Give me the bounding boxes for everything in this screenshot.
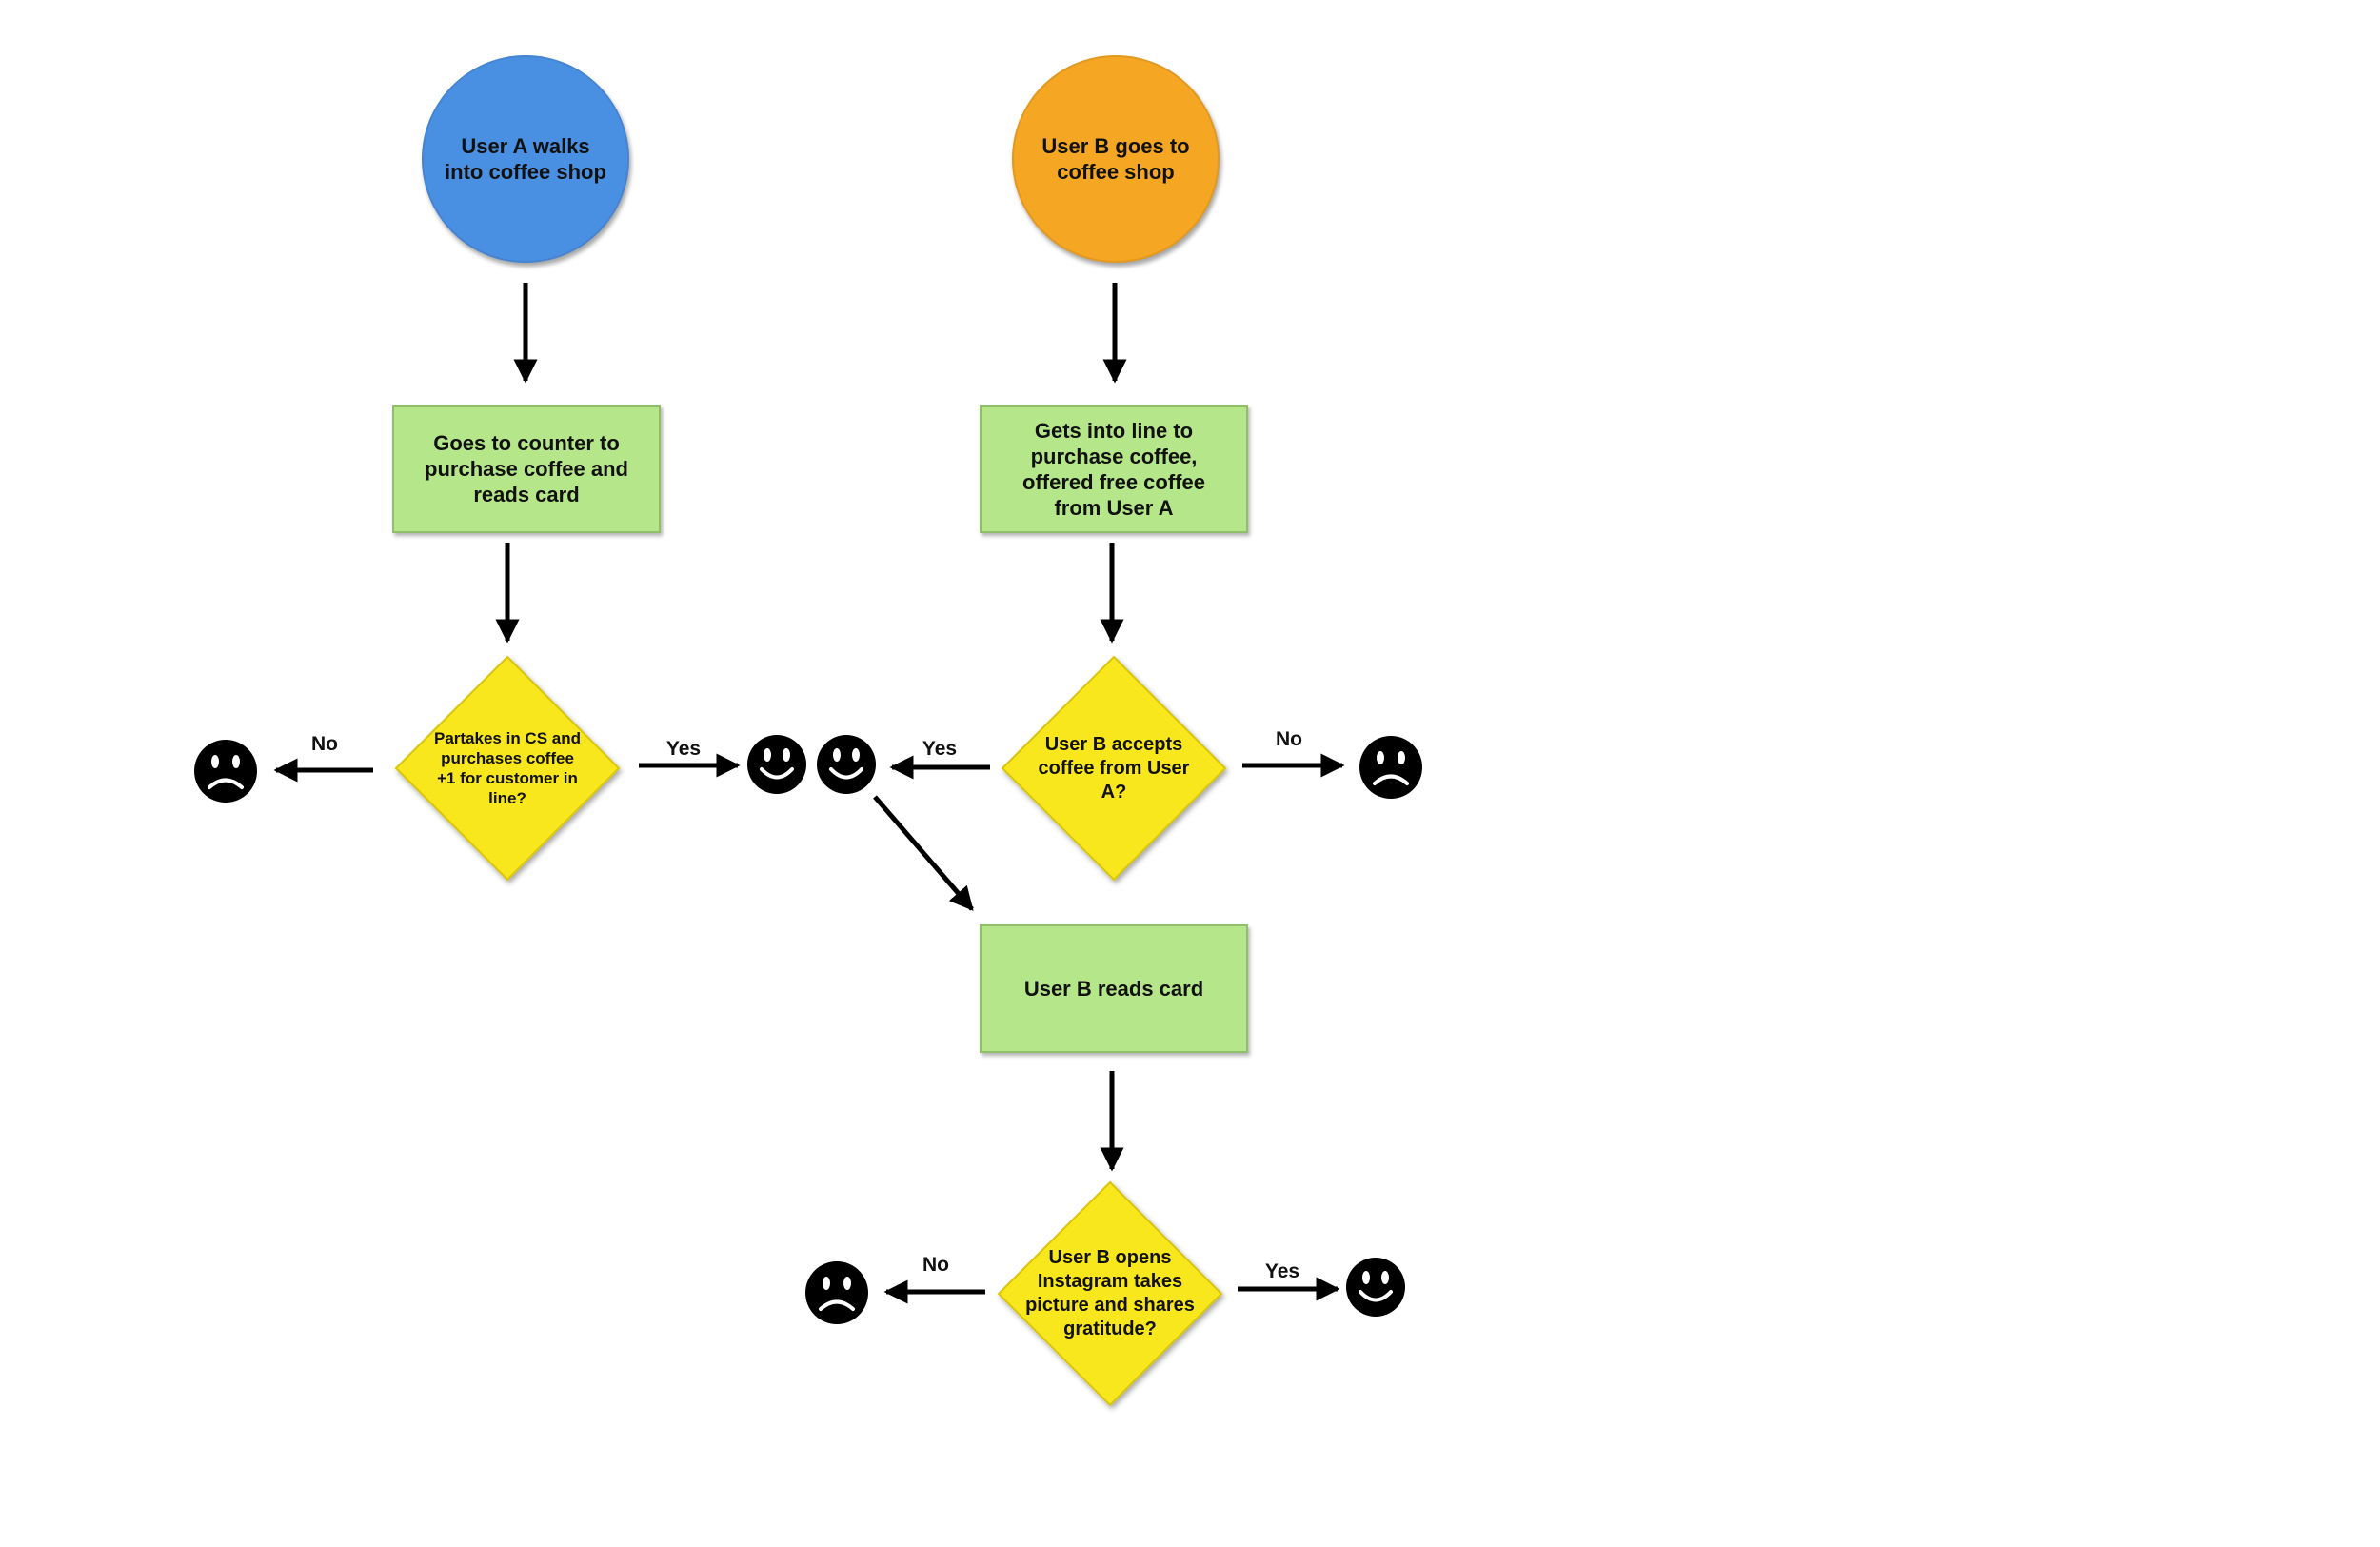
- process-step-b1: Gets into line to purchase coffee, offer…: [980, 405, 1248, 533]
- decision-diamond-a: [394, 655, 621, 882]
- decision-b-label: User B accepts coffee from User A?: [1038, 733, 1190, 803]
- process-step-b2-label: User B reads card: [1023, 977, 1204, 1001]
- decision-a-label-box: Partakes in CS and purchases coffee +1 f…: [426, 716, 588, 821]
- start-node-user-a-label: User A walks into coffee shop: [445, 134, 606, 184]
- edge-label-c-no: No: [922, 1254, 949, 1276]
- arrow-happy-to-step-b2: [873, 795, 974, 911]
- start-node-user-b: User B goes to coffee shop: [1012, 55, 1220, 263]
- start-node-user-a: User A walks into coffee shop: [422, 55, 629, 263]
- process-step-b2: User B reads card: [980, 924, 1248, 1053]
- start-node-user-b-label: User B goes to coffee shop: [1041, 134, 1190, 184]
- happy-face-icon: [1346, 1258, 1405, 1317]
- process-step-a1-label: Goes to counter to purchase coffee and r…: [425, 431, 628, 506]
- happy-face-icon: [817, 735, 876, 794]
- edge-label-a-yes: Yes: [665, 738, 702, 760]
- happy-face-icon: [747, 735, 806, 794]
- edge-label-b-yes: Yes: [922, 738, 958, 760]
- process-step-a1: Goes to counter to purchase coffee and r…: [392, 405, 661, 533]
- sad-face-icon: [194, 740, 257, 803]
- decision-b-label-box: User B accepts coffee from User A?: [1031, 716, 1197, 821]
- decision-c-label-box: User B opens Instagram takes picture and…: [1020, 1238, 1200, 1350]
- edge-label-a-no: No: [311, 733, 338, 755]
- decision-a-label: Partakes in CS and purchases coffee +1 f…: [433, 729, 581, 807]
- decision-c-label: User B opens Instagram takes picture and…: [1025, 1247, 1195, 1339]
- process-step-b1-label: Gets into line to purchase coffee, offer…: [1022, 418, 1205, 520]
- sad-face-icon: [1359, 736, 1422, 799]
- decision-diamond-b: [1001, 655, 1227, 882]
- sad-face-icon: [805, 1261, 868, 1324]
- decision-diamond-c: [997, 1180, 1223, 1407]
- edge-label-c-yes: Yes: [1264, 1260, 1300, 1282]
- edge-label-b-no: No: [1276, 728, 1302, 750]
